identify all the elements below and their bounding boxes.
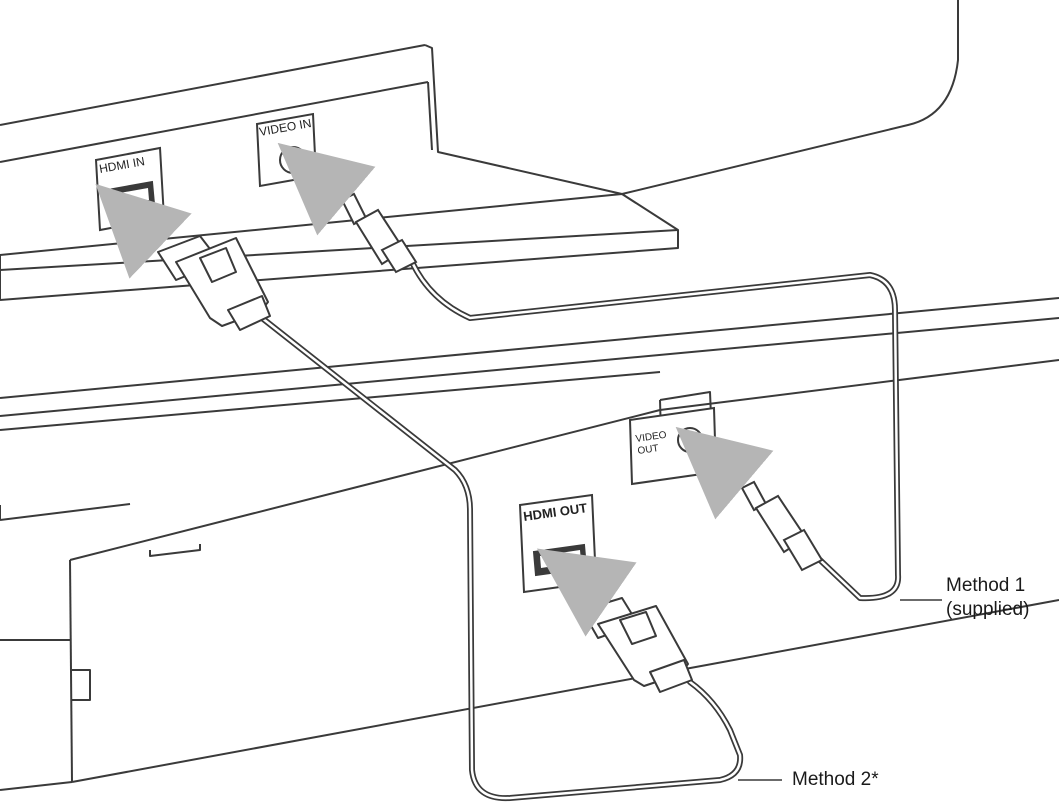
device-body	[0, 297, 1059, 791]
tv-hdmi-plug	[157, 235, 271, 331]
tv-rca-plug	[340, 192, 418, 274]
device-hdmi-plug	[581, 597, 693, 693]
tv-video-arrow	[277, 142, 376, 236]
tv-body	[0, 0, 959, 301]
device-hdmi-arrow	[536, 548, 637, 637]
insertion-arrows	[95, 142, 774, 637]
device-video-arrow	[675, 426, 774, 520]
method1-callout: Method 1 (supplied)	[946, 574, 1029, 622]
method1-composite-cable	[409, 259, 902, 602]
method2-callout: Method 2*	[792, 768, 879, 792]
device-video-out-label-line2: OUT	[637, 443, 659, 457]
method2-label: Method 2*	[792, 769, 879, 790]
device-rca-plug	[740, 480, 824, 572]
tv-hdmi-arrow	[95, 183, 192, 279]
method2-hdmi-cable	[259, 315, 744, 802]
device-video-out-label-line1: VIDEO	[635, 430, 668, 445]
method1-label: Method 1	[946, 575, 1026, 596]
method1-note: (supplied)	[946, 599, 1030, 620]
